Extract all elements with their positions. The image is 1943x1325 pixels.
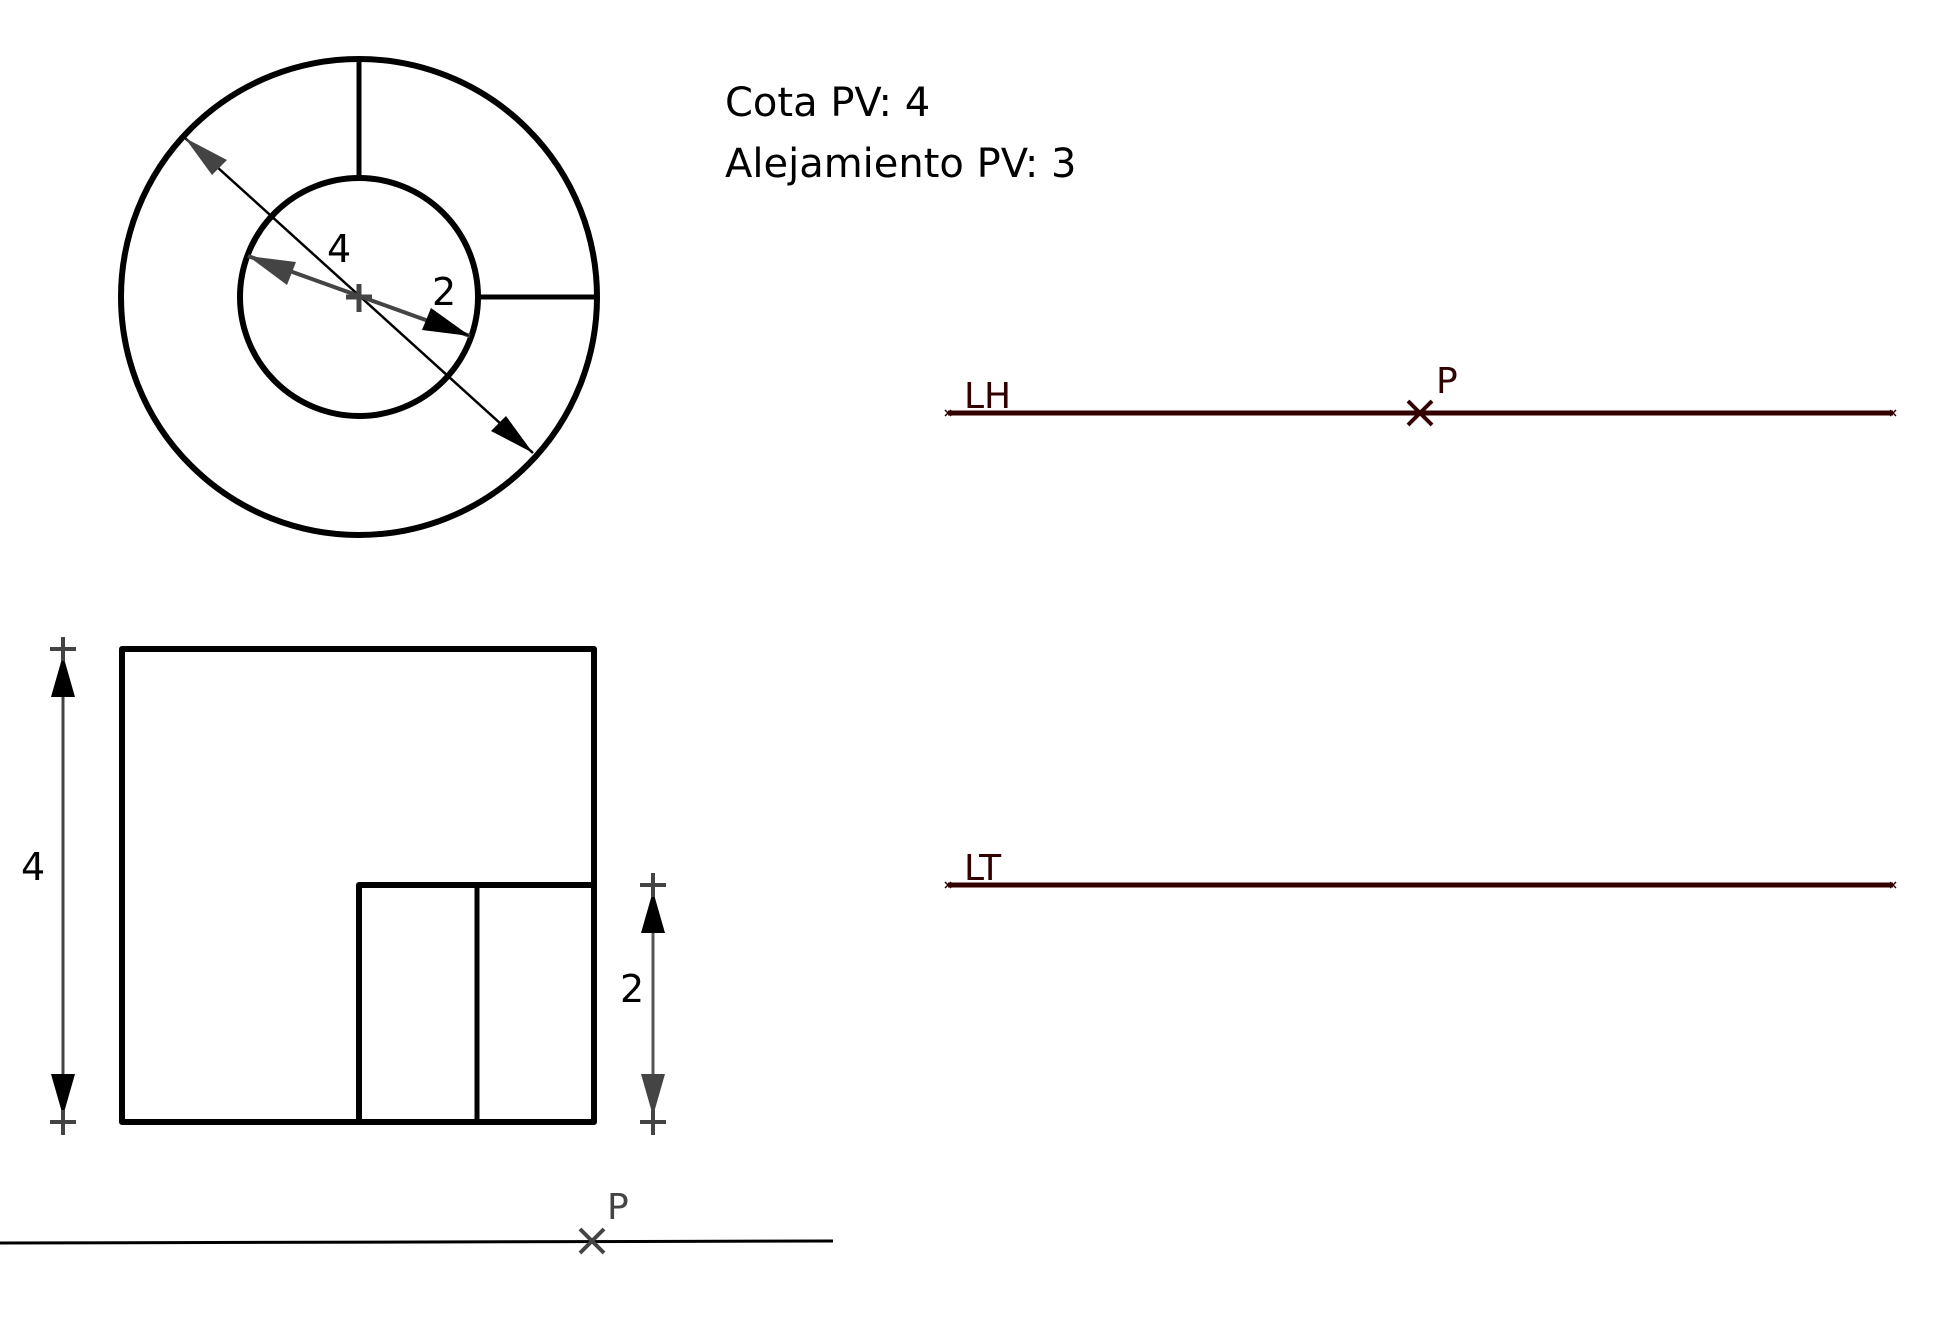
projection-point-p-label: P xyxy=(1436,361,1458,402)
lh-start-tick-icon xyxy=(944,409,952,417)
arrowhead-icon xyxy=(248,256,296,285)
alejamiento-pv-text: Alejamiento PV: 3 xyxy=(725,141,1076,187)
lh-end-tick-icon xyxy=(1889,409,1897,417)
lh-line-group: LH P xyxy=(944,361,1897,427)
total-height-label: 4 xyxy=(21,845,45,889)
lt-label: LT xyxy=(964,848,1002,889)
arrowhead-icon xyxy=(51,1074,75,1116)
top-view: 4 2 xyxy=(118,56,600,538)
total-height-dimension: 4 xyxy=(21,637,76,1135)
lh-label: LH xyxy=(964,376,1011,417)
ground-line-group: P xyxy=(0,1187,834,1255)
arrowhead-icon xyxy=(422,308,470,336)
lt-start-tick-icon xyxy=(944,881,952,889)
arrowhead-icon xyxy=(641,1074,665,1116)
arrowhead-icon xyxy=(185,138,227,175)
arrowhead-icon xyxy=(641,891,665,933)
arrowhead-icon xyxy=(51,655,75,697)
inner-step-outline xyxy=(356,882,594,1122)
ground-point-p-label: P xyxy=(607,1187,629,1228)
point-p-cross-icon xyxy=(578,1227,606,1255)
lt-end-tick-icon xyxy=(1889,881,1897,889)
cota-pv-text: Cota PV: 4 xyxy=(725,80,930,126)
lt-line-group: LT xyxy=(944,848,1897,889)
inner-height-dimension: 2 xyxy=(620,873,666,1135)
front-view: 4 2 xyxy=(21,637,666,1135)
ground-line xyxy=(0,1239,834,1245)
outer-diameter-label: 4 xyxy=(327,227,351,271)
arrowhead-icon xyxy=(491,416,533,453)
inner-radius-label: 2 xyxy=(432,270,456,314)
point-p-cross-icon xyxy=(1406,399,1434,427)
center-mark-icon xyxy=(346,284,372,312)
inner-height-label: 2 xyxy=(620,967,644,1011)
